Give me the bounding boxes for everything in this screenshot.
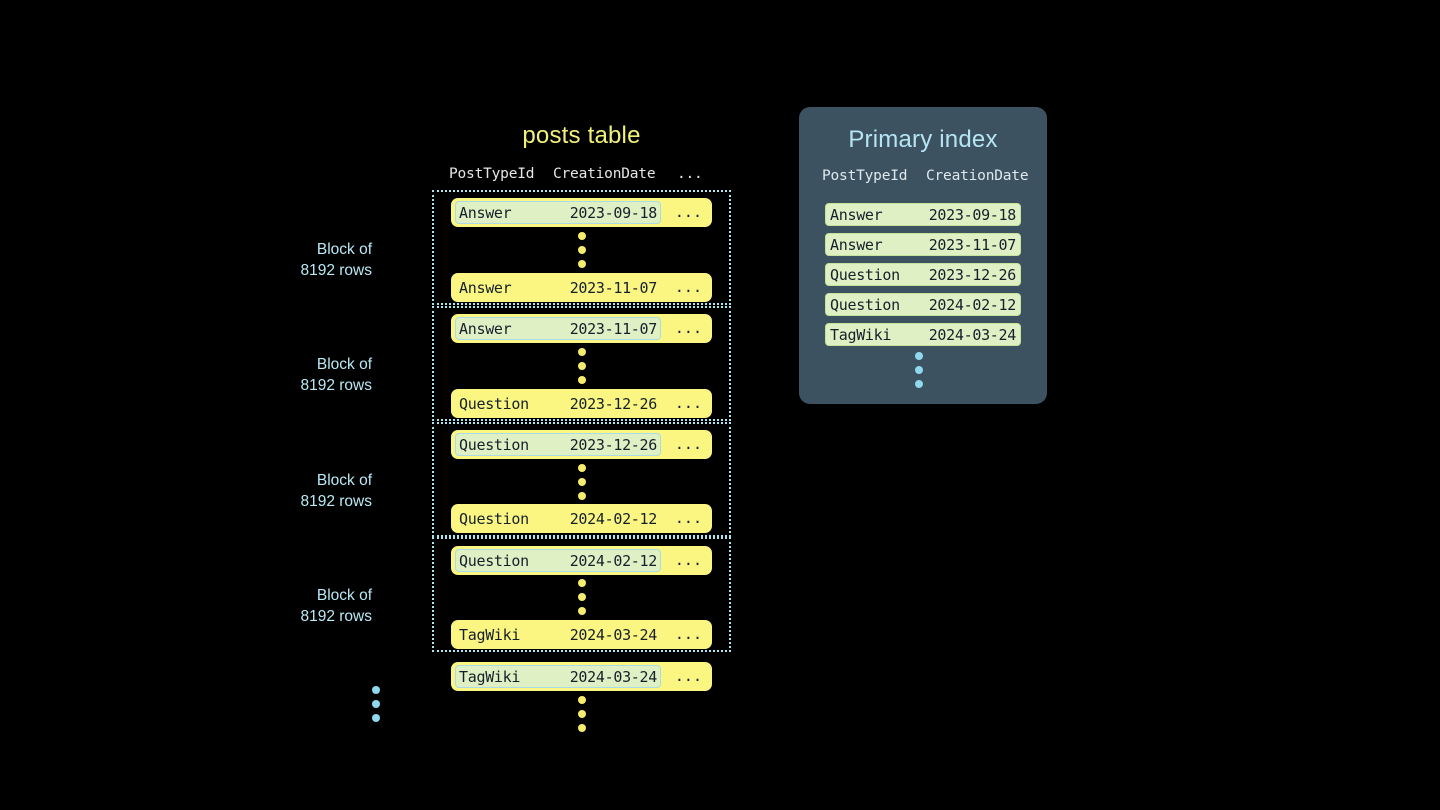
row-ellipsis-vertical bbox=[577, 232, 586, 268]
row-highlight-group: Answer 2023-11-07 bbox=[455, 317, 661, 340]
row-highlight-group: Question 2024-02-12 bbox=[455, 549, 661, 572]
row-cell-more: ... bbox=[674, 278, 702, 296]
row-cell-creationdate: 2023-09-18 bbox=[569, 203, 658, 222]
row-cell-more: ... bbox=[674, 551, 702, 569]
table-row[interactable]: Question 2023-12-26 ... bbox=[451, 389, 712, 418]
index-row[interactable]: Question 2023-12-26 bbox=[825, 263, 1021, 286]
block-outline-3 bbox=[432, 422, 731, 537]
column-header-more: ... bbox=[677, 166, 703, 182]
row-ellipsis-vertical bbox=[577, 348, 586, 384]
block-outline-1 bbox=[432, 190, 731, 305]
block-label-1-line1: Block of bbox=[316, 241, 372, 258]
row-group: TagWiki 2024-03-24 bbox=[455, 623, 661, 646]
row-cell-more: ... bbox=[674, 509, 702, 527]
table-row[interactable]: TagWiki 2024-03-24 ... bbox=[451, 662, 712, 691]
block-label-3: Block of 8192 rows bbox=[222, 470, 372, 512]
table-row[interactable]: Question 2023-12-26 ... bbox=[451, 430, 712, 459]
row-highlight-group: Question 2023-12-26 bbox=[455, 433, 661, 456]
block-label-1: Block of 8192 rows bbox=[222, 239, 372, 281]
block-label-2: Block of 8192 rows bbox=[222, 354, 372, 396]
block-label-1-line2: 8192 rows bbox=[300, 262, 372, 279]
block-outline-2 bbox=[432, 306, 731, 421]
index-column-header-posttypeid: PostTypeId bbox=[822, 168, 908, 184]
index-cell-creationdate: 2023-12-26 bbox=[928, 266, 1017, 284]
index-cell-posttypeid: Answer bbox=[830, 206, 883, 224]
row-cell-posttypeid: Question bbox=[459, 394, 529, 413]
row-ellipsis-vertical bbox=[577, 464, 586, 500]
index-row[interactable]: Answer 2023-09-18 bbox=[825, 203, 1021, 226]
row-cell-creationdate: 2024-03-24 bbox=[569, 667, 658, 686]
index-cell-posttypeid: Answer bbox=[830, 236, 883, 254]
row-cell-posttypeid: Answer bbox=[459, 319, 512, 338]
posts-table-title: posts table bbox=[522, 122, 641, 149]
row-cell-posttypeid: Question bbox=[459, 435, 529, 454]
row-cell-posttypeid: Question bbox=[459, 509, 529, 528]
index-cell-posttypeid: Question bbox=[830, 296, 900, 314]
index-cell-creationdate: 2023-11-07 bbox=[928, 236, 1017, 254]
row-cell-creationdate: 2023-11-07 bbox=[569, 278, 658, 297]
block-label-4-line1: Block of bbox=[316, 587, 372, 604]
index-cell-posttypeid: Question bbox=[830, 266, 900, 284]
row-highlight-group: TagWiki 2024-03-24 bbox=[455, 665, 661, 688]
row-group: Question 2023-12-26 bbox=[455, 392, 661, 415]
table-row[interactable]: Question 2024-02-12 ... bbox=[451, 504, 712, 533]
table-row[interactable]: Answer 2023-11-07 ... bbox=[451, 273, 712, 302]
row-cell-more: ... bbox=[674, 319, 702, 337]
row-cell-posttypeid: Question bbox=[459, 551, 529, 570]
block-outline-4 bbox=[432, 537, 731, 652]
block-label-2-line2: 8192 rows bbox=[300, 377, 372, 394]
table-row[interactable]: TagWiki 2024-03-24 ... bbox=[451, 620, 712, 649]
row-cell-creationdate: 2023-12-26 bbox=[569, 435, 658, 454]
row-cell-more: ... bbox=[674, 435, 702, 453]
row-group: Question 2024-02-12 bbox=[455, 507, 661, 530]
row-cell-posttypeid: Answer bbox=[459, 278, 512, 297]
column-header-creationdate: CreationDate bbox=[553, 166, 656, 182]
posts-table-column-headers: PostTypeId CreationDate ... bbox=[449, 166, 713, 186]
row-cell-more: ... bbox=[674, 394, 702, 412]
primary-index-panel: Primary index PostTypeId CreationDate An… bbox=[799, 107, 1047, 404]
table-row[interactable]: Question 2024-02-12 ... bbox=[451, 546, 712, 575]
index-ellipsis-vertical bbox=[914, 352, 923, 388]
index-cell-posttypeid: TagWiki bbox=[830, 326, 892, 344]
block-ellipsis-vertical bbox=[371, 686, 380, 722]
row-cell-more: ... bbox=[674, 203, 702, 221]
block-label-4: Block of 8192 rows bbox=[222, 585, 372, 627]
block-label-3-line2: 8192 rows bbox=[300, 493, 372, 510]
row-ellipsis-vertical bbox=[577, 579, 586, 615]
index-row[interactable]: Question 2024-02-12 bbox=[825, 293, 1021, 316]
row-highlight-group: Answer 2023-09-18 bbox=[455, 201, 661, 224]
row-group: Answer 2023-11-07 bbox=[455, 276, 661, 299]
row-cell-more: ... bbox=[674, 667, 702, 685]
table-row[interactable]: Answer 2023-09-18 ... bbox=[451, 198, 712, 227]
row-cell-posttypeid: Answer bbox=[459, 203, 512, 222]
row-cell-creationdate: 2023-12-26 bbox=[569, 394, 658, 413]
primary-index-title: Primary index bbox=[848, 126, 998, 153]
index-row[interactable]: TagWiki 2024-03-24 bbox=[825, 323, 1021, 346]
column-header-posttypeid: PostTypeId bbox=[449, 166, 535, 182]
row-cell-creationdate: 2023-11-07 bbox=[569, 319, 658, 338]
row-cell-posttypeid: TagWiki bbox=[459, 667, 521, 686]
row-cell-creationdate: 2024-02-12 bbox=[569, 509, 658, 528]
row-cell-creationdate: 2024-03-24 bbox=[569, 625, 658, 644]
index-cell-creationdate: 2023-09-18 bbox=[928, 206, 1017, 224]
row-cell-posttypeid: TagWiki bbox=[459, 625, 521, 644]
table-row[interactable]: Answer 2023-11-07 ... bbox=[451, 314, 712, 343]
index-row[interactable]: Answer 2023-11-07 bbox=[825, 233, 1021, 256]
block-label-3-line1: Block of bbox=[316, 472, 372, 489]
index-cell-creationdate: 2024-02-12 bbox=[928, 296, 1017, 314]
index-cell-creationdate: 2024-03-24 bbox=[928, 326, 1017, 344]
block-label-2-line1: Block of bbox=[316, 356, 372, 373]
row-cell-creationdate: 2024-02-12 bbox=[569, 551, 658, 570]
row-cell-more: ... bbox=[674, 625, 702, 643]
table-ellipsis-vertical bbox=[577, 696, 586, 732]
index-column-header-creationdate: CreationDate bbox=[926, 168, 1029, 184]
primary-index-column-headers: PostTypeId CreationDate bbox=[822, 168, 1029, 188]
block-label-4-line2: 8192 rows bbox=[300, 608, 372, 625]
